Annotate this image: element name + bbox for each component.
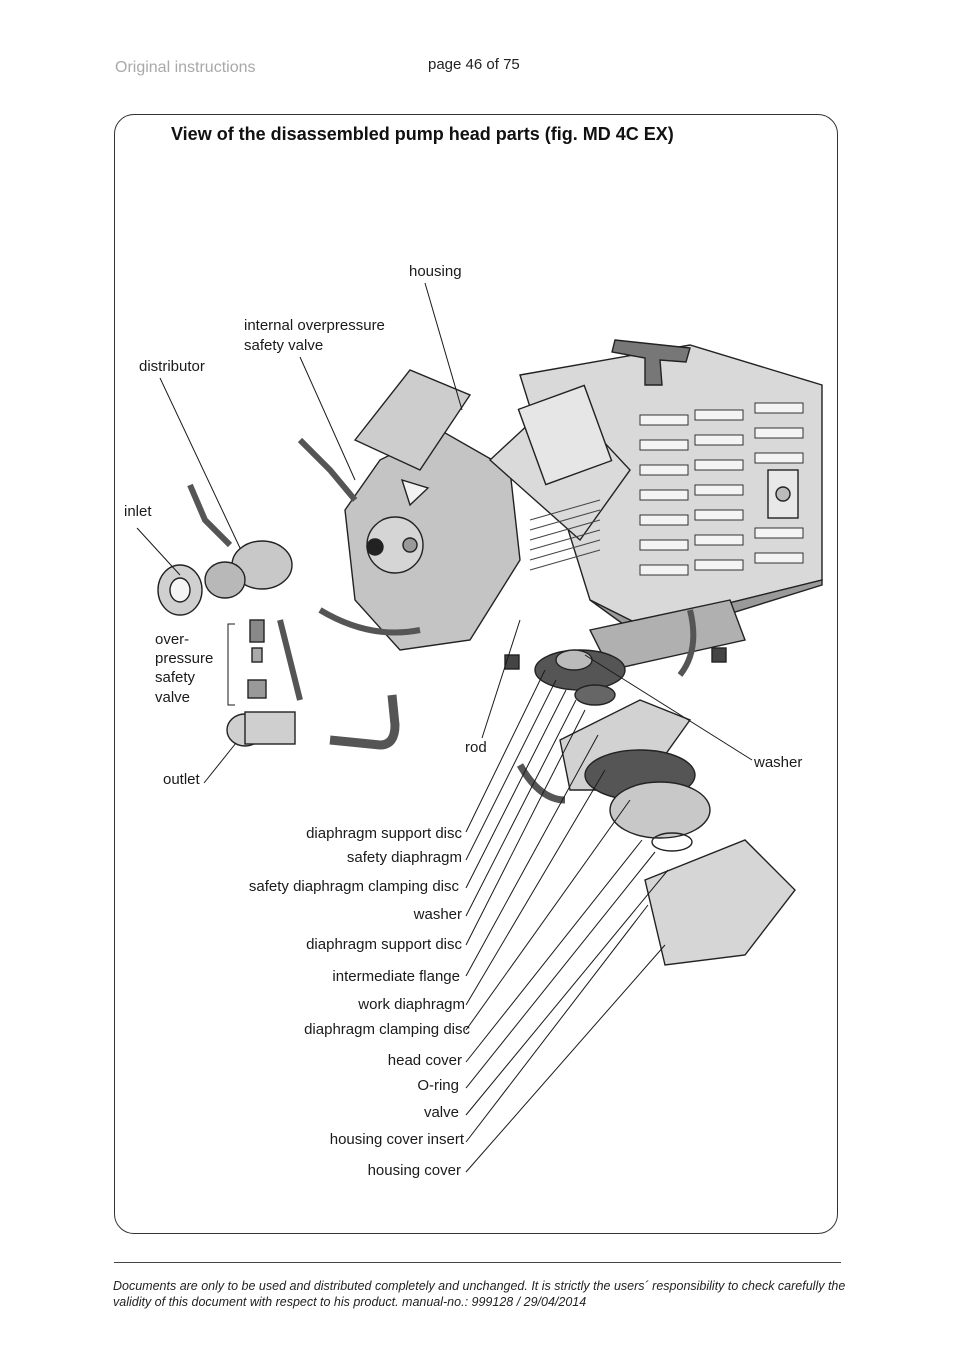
footer-rule <box>114 1262 841 1263</box>
label-work-diaphragm: work diaphragm <box>358 996 465 1013</box>
label-outlet: outlet <box>163 771 200 788</box>
label-overpressure-line1: over- <box>155 631 190 648</box>
label-rod: rod <box>465 739 487 756</box>
label-internal-overpressure-line2: safety valve <box>244 337 324 354</box>
label-intermediate-flange: intermediate flange <box>332 968 460 985</box>
label-housing-cover-insert: housing cover insert <box>329 1131 464 1148</box>
label-safety-diaphragm-clamping-disc: safety diaphragm clamping disc <box>248 878 459 895</box>
header-original-instructions: Original instructions <box>115 59 256 76</box>
label-distributor: distributor <box>139 358 205 375</box>
label-overpressure-line2: pressure <box>155 650 214 667</box>
label-overpressure-line3: safety <box>155 669 196 686</box>
label-overpressure-line4: valve <box>155 689 191 706</box>
page-number: page 46 of 75 <box>428 56 520 73</box>
label-o-ring: O-ring <box>417 1077 459 1094</box>
label-head-cover: head cover <box>387 1052 462 1069</box>
figure-title: View of the disassembled pump head parts… <box>171 124 674 144</box>
label-inlet: inlet <box>124 503 152 520</box>
label-diaphragm-clamping-disc: diaphragm clamping disc <box>304 1021 470 1038</box>
label-internal-overpressure-line1: internal overpressure <box>244 317 385 334</box>
footer-disclaimer: Documents are only to be used and distri… <box>113 1279 846 1309</box>
label-diaphragm-support-disc-1: diaphragm support disc <box>306 825 462 842</box>
label-valve: valve <box>423 1104 459 1121</box>
label-washer: washer <box>413 906 462 923</box>
figure-frame <box>114 114 838 1234</box>
label-safety-diaphragm: safety diaphragm <box>346 849 462 866</box>
label-housing: housing <box>409 263 462 280</box>
label-washer-right: washer <box>754 754 803 771</box>
label-diaphragm-support-disc-2: diaphragm support disc <box>306 936 462 953</box>
label-housing-cover: housing cover <box>367 1162 461 1179</box>
